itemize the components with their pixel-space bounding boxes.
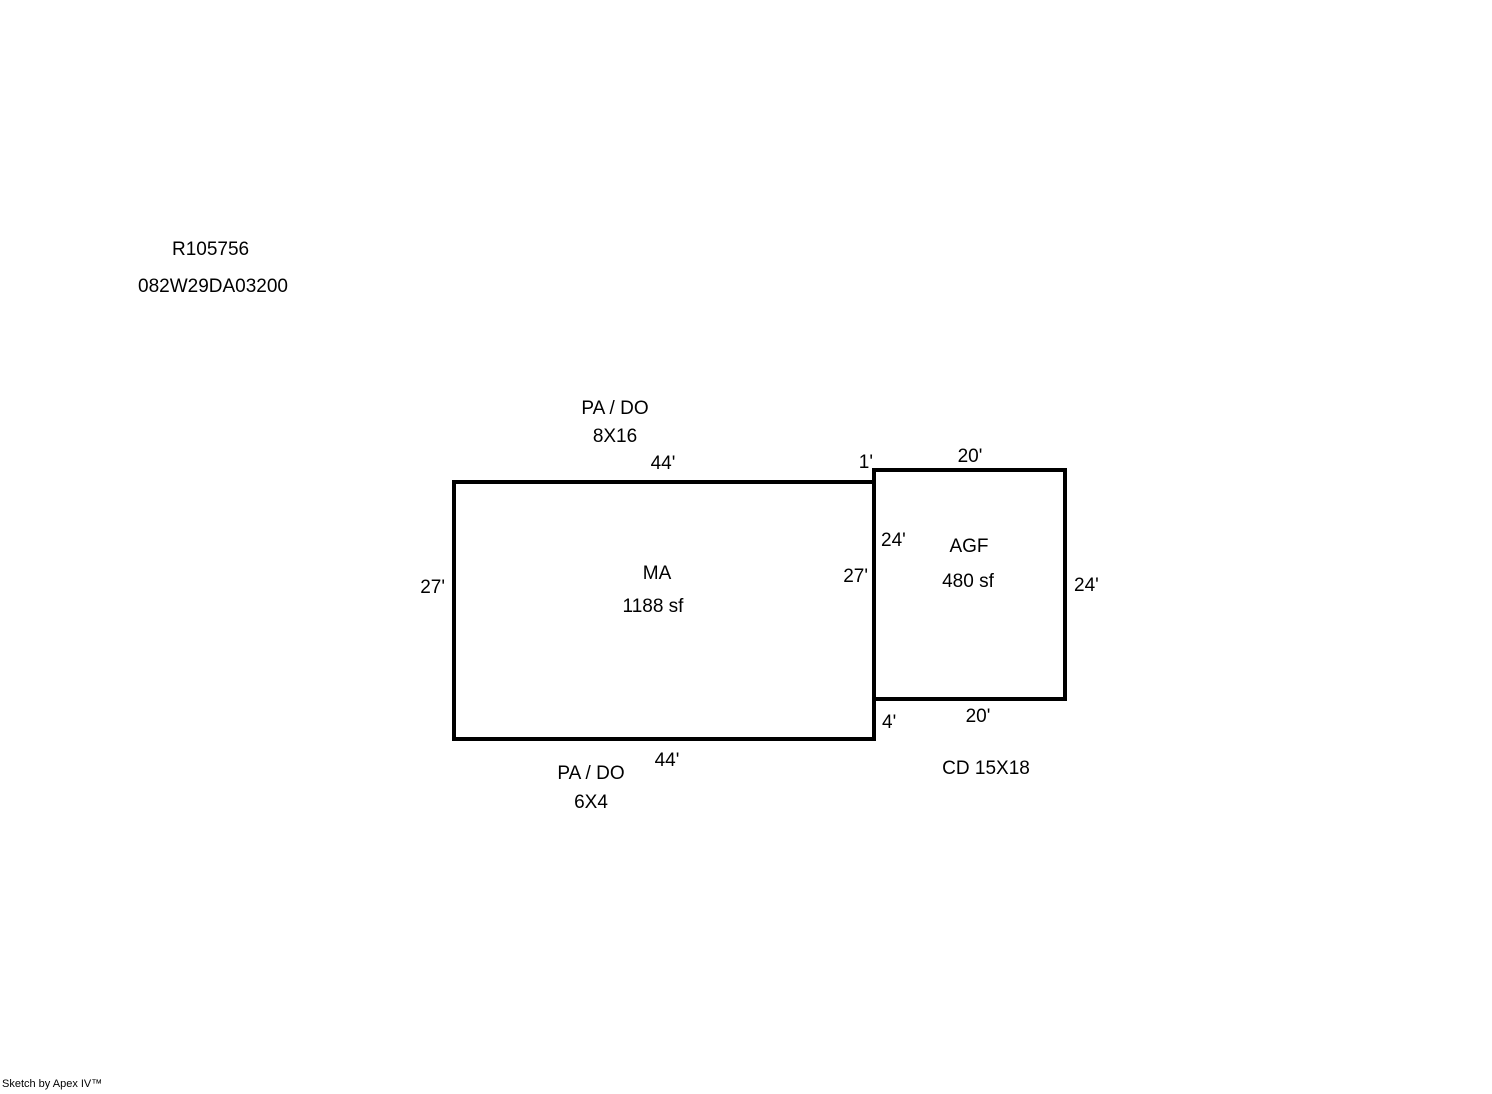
- ma-dimension-bottom: 44': [654, 750, 680, 771]
- agf-label: AGF: [949, 536, 989, 557]
- sketch-credit: Sketch by Apex IV™: [2, 1078, 103, 1090]
- agf-dimension-top: 20': [957, 446, 983, 467]
- agf-dimension-bottom: 20': [965, 706, 991, 727]
- map-tax-lot: 082W29DA03200: [138, 276, 288, 297]
- ma-dimension-top: 44': [650, 453, 676, 474]
- agf-dimension-left: 24': [881, 530, 906, 551]
- area-outline-agf: [872, 468, 1067, 701]
- offset-dimension-bottom: 4': [882, 712, 897, 733]
- annotation-cd: CD 15X18: [942, 758, 1030, 779]
- annotation-pa-do-top: PA / DO: [581, 398, 649, 419]
- ma-area-sf: 1188 sf: [622, 596, 684, 617]
- annotation-pa-do-bottom: PA / DO: [557, 763, 625, 784]
- offset-dimension-top: 1': [858, 452, 873, 473]
- annotation-pa-do-top-size: 8X16: [592, 426, 638, 447]
- ma-dimension-left: 27': [420, 577, 445, 598]
- agf-area-sf: 480 sf: [942, 571, 994, 592]
- ma-dimension-right: 27': [843, 566, 868, 587]
- annotation-pa-do-bottom-size: 6X4: [574, 792, 608, 813]
- ma-label: MA: [642, 563, 672, 584]
- agf-dimension-right: 24': [1074, 575, 1099, 596]
- parcel-number: R105756: [172, 239, 250, 260]
